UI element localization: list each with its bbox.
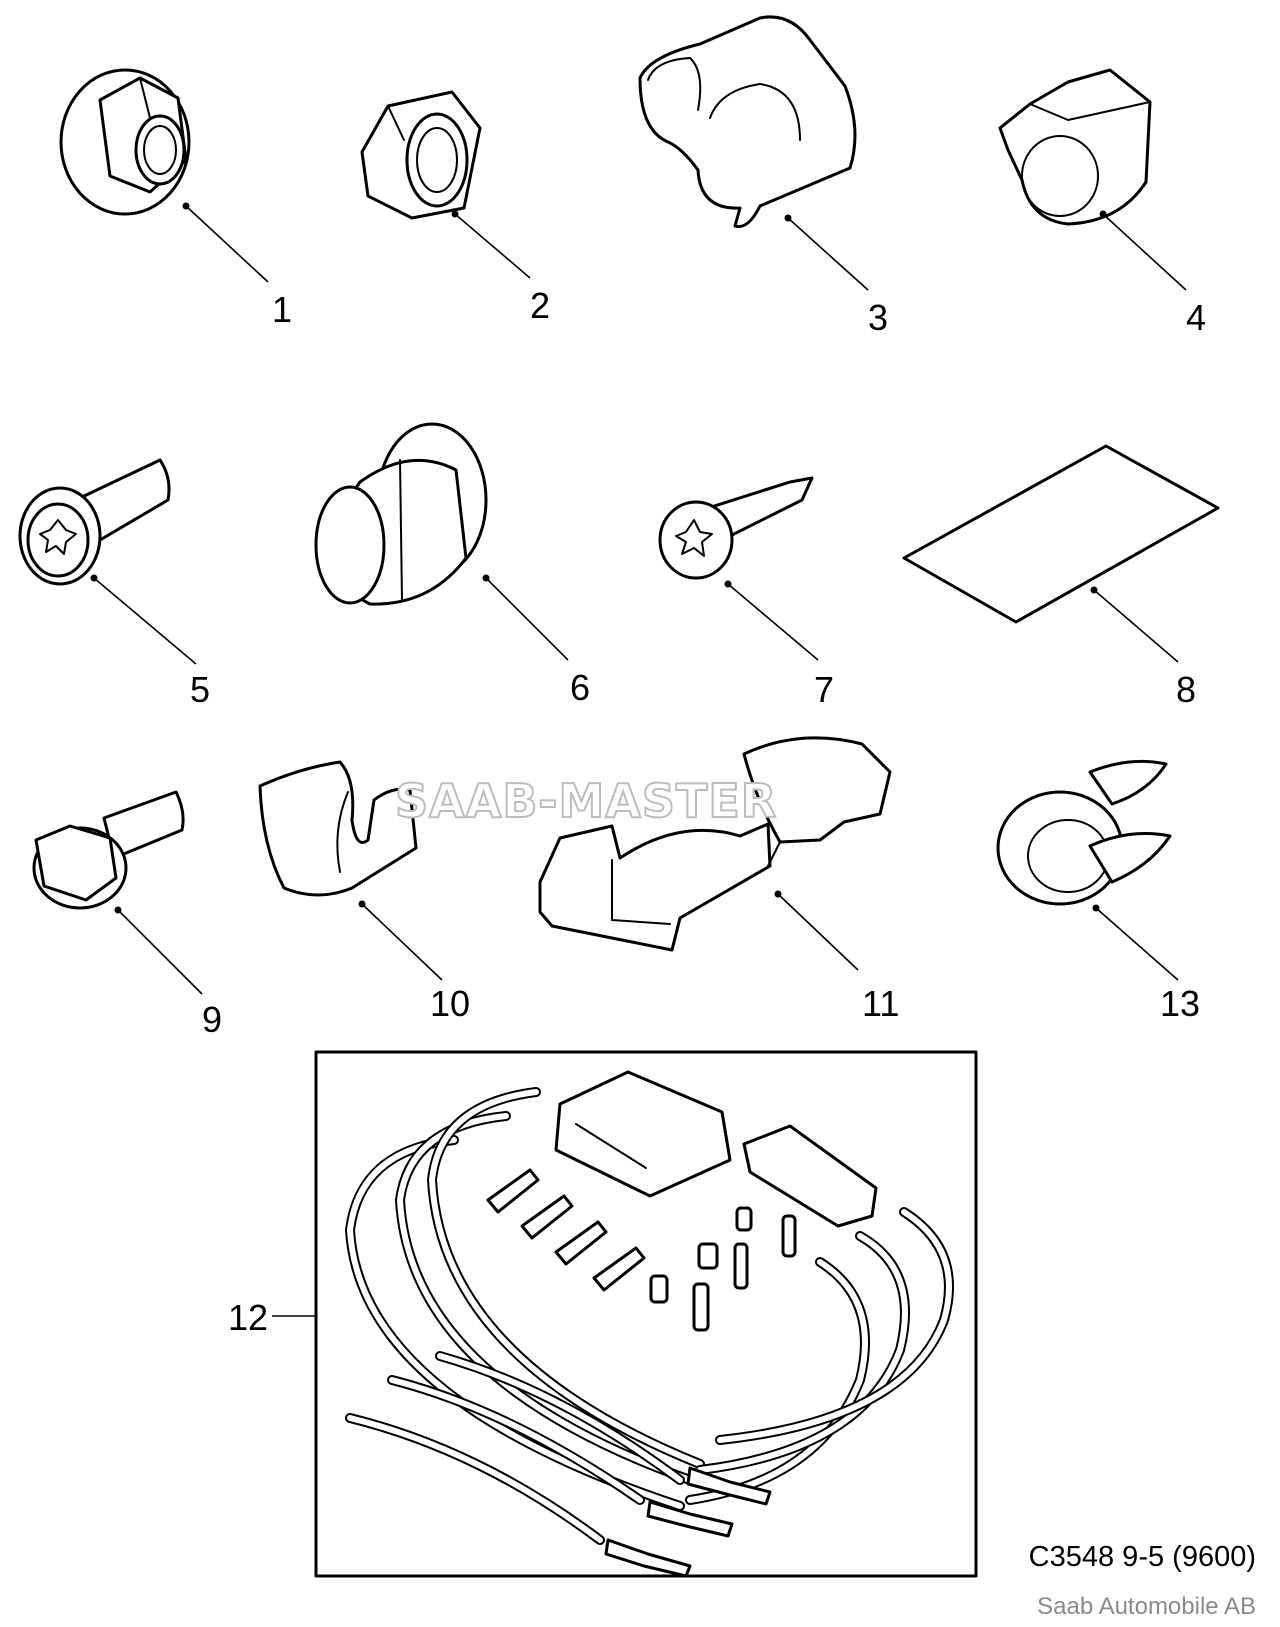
- part-6-leader: [482, 574, 569, 661]
- kit-crimp-ends: [604, 1466, 772, 1578]
- diagram-reference: C3548 9-5 (9600): [1029, 1541, 1256, 1573]
- callout-13: 13: [1160, 983, 1200, 1024]
- callout-2: 2: [530, 285, 550, 326]
- callout-5: 5: [190, 669, 210, 710]
- part-7-self-tapping-screw: [658, 476, 814, 580]
- part-11-connector-bracket: [538, 736, 892, 952]
- copyright-label: Saab Automobile AB: [1037, 1593, 1256, 1620]
- callout-7: 7: [814, 669, 834, 710]
- kit-wires: [344, 1087, 954, 1545]
- part-5-torx-bolt: [18, 458, 171, 586]
- part-4-cable-clamp: [998, 68, 1152, 226]
- kit-seals: [649, 1206, 797, 1332]
- kit-connector-main: [554, 1070, 732, 1198]
- callout-12: 12: [228, 1297, 268, 1338]
- part-4-leader: [1099, 210, 1187, 291]
- part-2-hex-nut: [360, 90, 482, 220]
- callout-10: 10: [430, 983, 470, 1024]
- callout-11: 11: [862, 983, 899, 1024]
- callout-9: 9: [202, 999, 222, 1040]
- part-3-double-clip: [638, 15, 857, 229]
- part-8-gasket-sheet: [902, 444, 1220, 624]
- part-13-leader: [1092, 904, 1179, 981]
- callout-6: 6: [570, 667, 590, 708]
- part-2-leader: [451, 210, 531, 279]
- part-7-leader: [724, 580, 819, 661]
- part-3-leader: [784, 214, 869, 291]
- kit-connector-secondary: [742, 1124, 878, 1228]
- callout-3: 3: [868, 297, 888, 338]
- part-8-leader: [1090, 586, 1179, 663]
- part-10-leader: [358, 900, 443, 981]
- part-10-spring-clip: [258, 760, 418, 897]
- part-6-cap-nut: [314, 422, 488, 606]
- callout-1: 1: [272, 289, 292, 330]
- part-9-hex-bolt: [32, 790, 185, 910]
- callout-8: 8: [1176, 669, 1196, 710]
- part-1-leader: [182, 202, 269, 283]
- part-1-flange-nut: [59, 68, 191, 216]
- part-13-hose-clamp: [996, 759, 1172, 906]
- part-11-leader: [774, 890, 859, 971]
- part-12-wiring-kit: [314, 1050, 978, 1578]
- part-5-leader: [90, 574, 197, 665]
- watermark: SAAB-MASTER: [395, 774, 777, 828]
- callout-4: 4: [1186, 297, 1206, 338]
- part-9-leader: [114, 906, 203, 995]
- kit-terminals: [486, 1168, 646, 1292]
